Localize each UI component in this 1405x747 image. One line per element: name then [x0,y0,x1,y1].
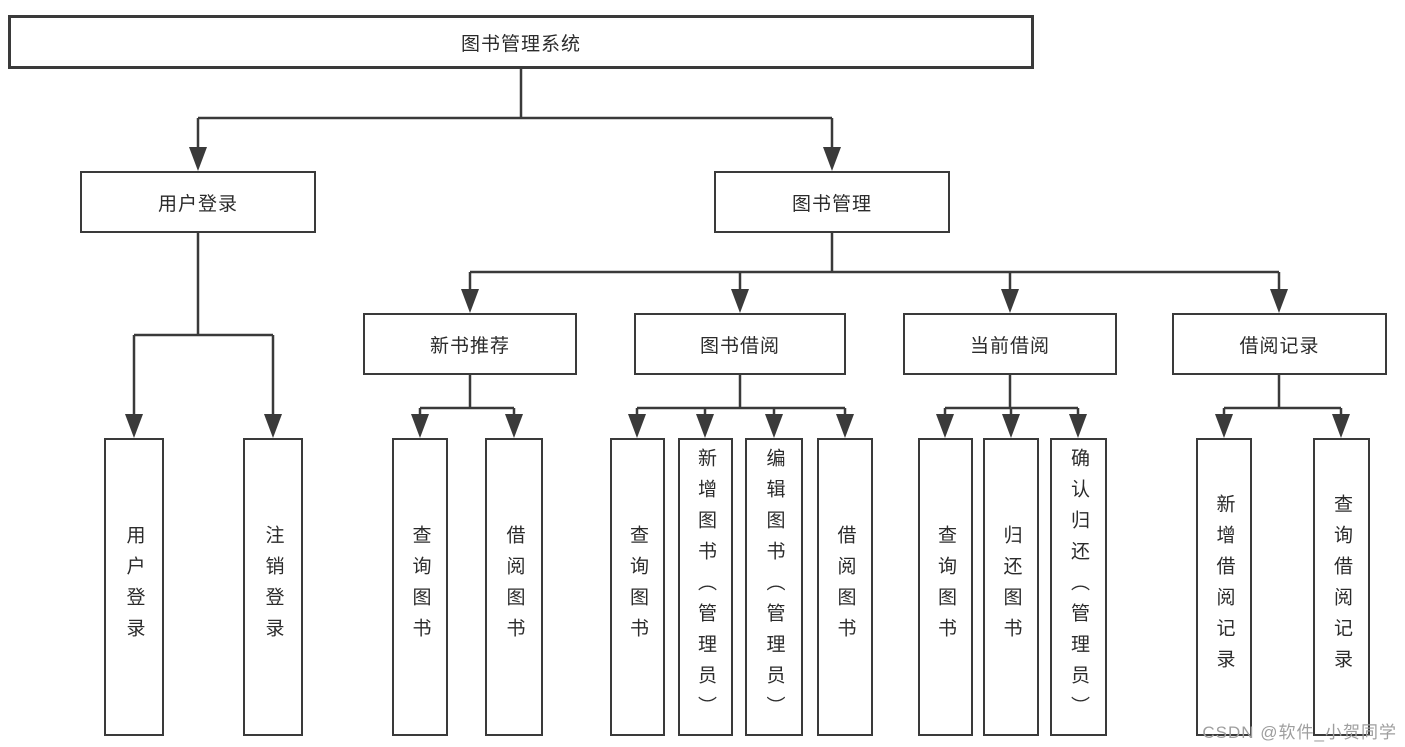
node-label: 查询借阅记录 [1331,494,1352,680]
node-label: 借阅图书 [503,525,525,649]
node-label: 图书管理 [791,193,872,215]
node-label: 用户登录 [123,525,145,649]
node-current-query-books: 查询图书 [918,438,973,736]
node-current-confirm-return-admin: 确认归还（管理员） [1050,438,1107,736]
node-library-management-system: 图书管理系统 [8,15,1034,69]
csdn-watermark: CSDN @软件_小贺同学 [1202,723,1397,742]
node-borrow-add-books-admin: 新增图书（管理员） [678,438,733,736]
node-label: 图书借阅 [699,335,780,357]
node-user-login-branch: 用户登录 [80,171,316,233]
node-borrow-query-books: 查询图书 [610,438,665,736]
node-recommend-borrow-books: 借阅图书 [485,438,543,736]
node-logout: 注销登录 [243,438,303,736]
node-label: 新书推荐 [429,335,510,357]
node-label: 归还图书 [1000,525,1022,649]
node-label: 查询图书 [409,525,431,649]
node-label: 注销登录 [262,525,284,649]
node-label: 借阅图书 [834,525,856,649]
node-label: 确认归还（管理员） [1068,447,1089,727]
node-label: 查询图书 [935,525,956,649]
node-user-login: 用户登录 [104,438,164,736]
node-recommend-query-books: 查询图书 [392,438,448,736]
node-label: 查询图书 [627,525,648,649]
node-current-return-books: 归还图书 [983,438,1039,736]
node-label: 借阅记录 [1239,335,1320,357]
node-label: 图书管理系统 [460,33,581,55]
node-book-management: 图书管理 [714,171,950,233]
node-label: 新增借阅记录 [1213,494,1235,680]
node-borrow-borrow-books: 借阅图书 [817,438,873,736]
node-new-book-recommend: 新书推荐 [363,313,577,375]
node-label: 编辑图书（管理员） [763,447,785,727]
node-current-borrow: 当前借阅 [903,313,1117,375]
node-borrow-records: 借阅记录 [1172,313,1387,375]
node-label: 用户登录 [157,193,238,215]
node-label: 新增图书（管理员） [695,447,716,727]
node-borrow-edit-books-admin: 编辑图书（管理员） [745,438,803,736]
node-records-add-record: 新增借阅记录 [1196,438,1252,736]
node-book-borrow: 图书借阅 [634,313,846,375]
node-label: 当前借阅 [969,335,1050,357]
node-records-query-record: 查询借阅记录 [1313,438,1370,736]
